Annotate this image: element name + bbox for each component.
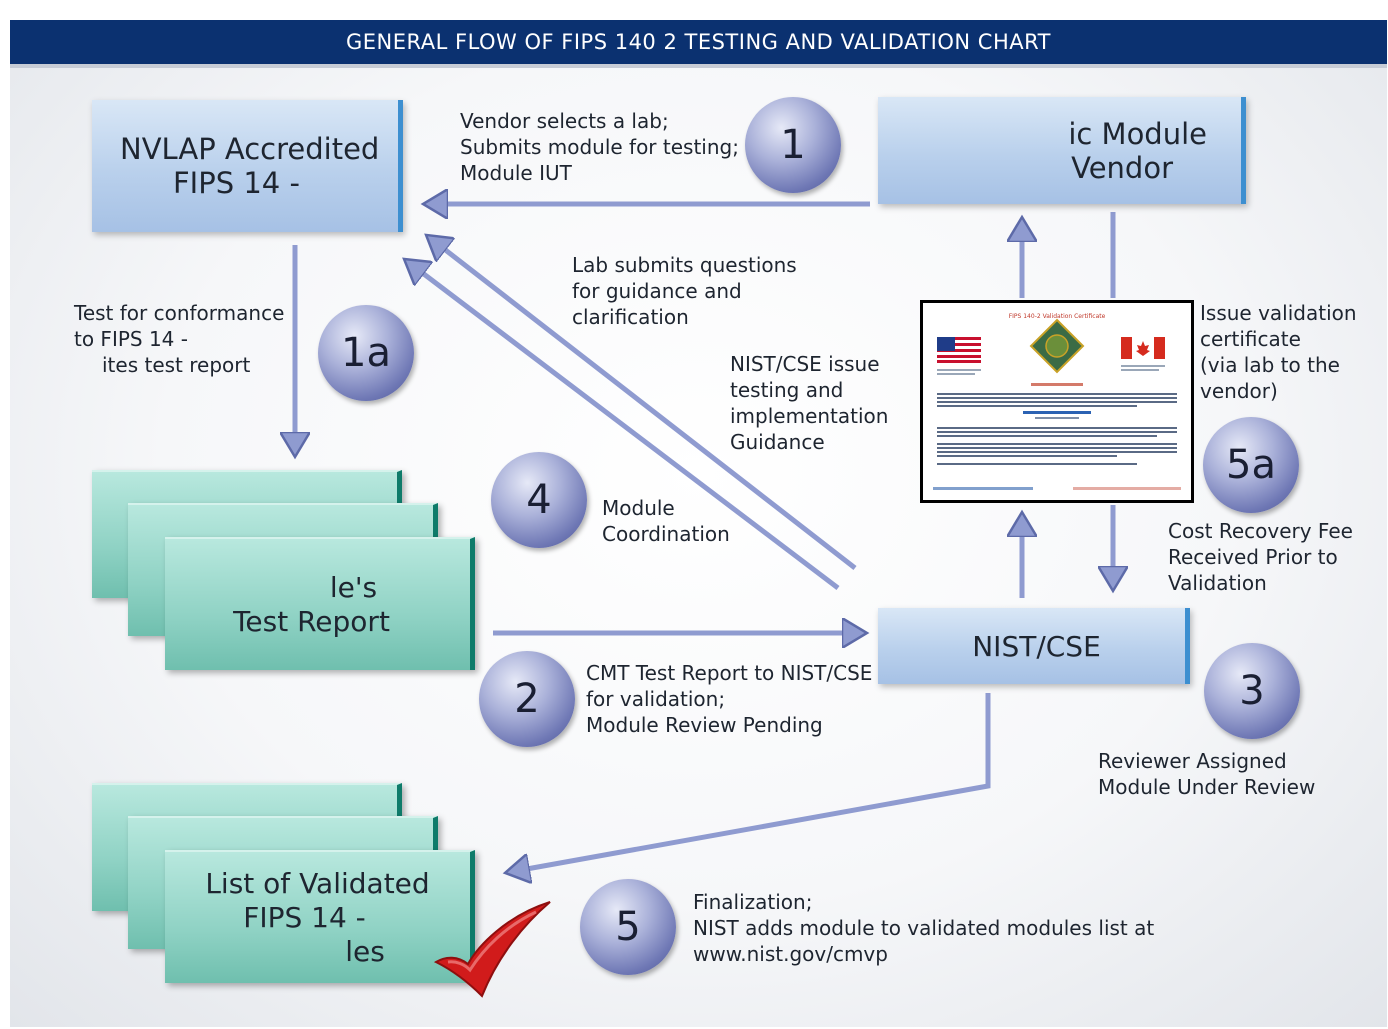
- issue-certificate-line: vendor): [1200, 379, 1278, 403]
- step-3-text: Reviewer Assigned Module Under Review: [1098, 748, 1315, 800]
- nist-guidance-line: NIST/CSE issue: [730, 352, 880, 376]
- lab-questions-line: for guidance and: [572, 279, 742, 303]
- validated-list-box: List of Validated FIPS 14 - les: [165, 850, 475, 983]
- step-5-badge: 5: [580, 879, 676, 975]
- step-3-line: Module Under Review: [1098, 775, 1316, 799]
- test-report-line1: le's: [329, 570, 378, 604]
- step-2-line: Module Review Pending: [586, 713, 823, 737]
- step-1-badge: 1: [745, 97, 841, 193]
- step-3-line: Reviewer Assigned: [1098, 749, 1287, 773]
- page-title: GENERAL FLOW OF FIPS 140 2 TESTING AND V…: [10, 20, 1387, 68]
- lab-box-line2: FIPS 14 -: [173, 166, 300, 200]
- step-1a-badge: 1a: [318, 305, 414, 401]
- us-flag-icon: [937, 337, 981, 363]
- step-1a-line: ites test report: [102, 353, 251, 377]
- step-4-text: Module Coordination: [602, 495, 730, 547]
- nist-guidance-line: Guidance: [730, 430, 825, 454]
- step-1-text: Vendor selects a lab; Submits module for…: [460, 108, 739, 186]
- step-1-line: Vendor selects a lab;: [460, 109, 669, 133]
- nist-guidance-line: implementation: [730, 404, 889, 428]
- canada-flag-icon: [1121, 337, 1165, 359]
- vendor-box-line2: Vendor: [1071, 150, 1173, 185]
- nist-guidance-text: NIST/CSE issue testing and implementatio…: [730, 351, 888, 455]
- issue-certificate-line: Issue validation: [1200, 301, 1357, 325]
- issue-certificate-line: (via lab to the: [1200, 353, 1340, 377]
- vendor-box: ic Module Vendor: [878, 97, 1246, 204]
- lab-questions-line: Lab submits questions: [572, 253, 797, 277]
- test-report-line2: Test Report: [233, 604, 390, 638]
- issue-certificate-line: certificate: [1200, 327, 1301, 351]
- lab-box-line1: NVLAP Accredited: [120, 132, 380, 166]
- step-5-line: Finalization;: [693, 890, 813, 914]
- lab-box: NVLAP Accredited FIPS 14 -: [92, 100, 403, 232]
- arrow-nist-to-lab-guidance: [430, 238, 857, 570]
- step-5-line: www.nist.gov/cmvp: [693, 942, 888, 966]
- lab-questions-line: clarification: [572, 305, 689, 329]
- step-4-line: Coordination: [602, 522, 730, 546]
- step-5a-line: Cost Recovery Fee: [1168, 519, 1353, 543]
- arrow-nist-to-list: [510, 693, 991, 872]
- step-5-line: NIST adds module to validated modules li…: [693, 916, 1155, 940]
- step-2-line: for validation;: [586, 687, 726, 711]
- step-4-line: Module: [602, 496, 675, 520]
- step-1-line: Submits module for testing;: [460, 135, 739, 159]
- step-5-text: Finalization; NIST adds module to valida…: [693, 889, 1154, 967]
- validated-list-line1: List of Validated: [205, 866, 430, 900]
- step-5a-line: Received Prior to: [1168, 545, 1338, 569]
- vendor-box-line1: ic Module: [1068, 116, 1207, 151]
- step-2-line: CMT Test Report to NIST/CSE: [586, 661, 873, 685]
- nist-box: NIST/CSE: [878, 608, 1190, 684]
- validated-list-line2: FIPS 14 -: [243, 900, 366, 934]
- checkmark-icon: [433, 901, 551, 998]
- step-5a-badge: 5a: [1203, 417, 1299, 513]
- certificate-heading: FIPS 140-2 Validation Certificate: [1009, 313, 1106, 320]
- seal-icon: [1029, 318, 1085, 374]
- step-1a-text: Test for conformance to FIPS 14 - ites t…: [74, 300, 284, 378]
- nist-box-label: NIST/CSE: [972, 629, 1101, 663]
- step-1-line: Module IUT: [460, 161, 572, 185]
- step-5a-line: Validation: [1168, 571, 1267, 595]
- validation-certificate: FIPS 140-2 Validation Certificate: [920, 300, 1194, 503]
- step-2-badge: 2: [479, 651, 575, 747]
- certificate-artwork: FIPS 140-2 Validation Certificate: [933, 313, 1181, 490]
- issue-certificate-text: Issue validation certificate (via lab to…: [1200, 300, 1357, 404]
- step-3-badge: 3: [1204, 643, 1300, 739]
- lab-questions-text: Lab submits questions for guidance and c…: [572, 252, 797, 330]
- step-2-text: CMT Test Report to NIST/CSE for validati…: [586, 660, 872, 738]
- test-report-box: le's Test Report: [165, 537, 475, 670]
- validated-list-line3: les: [345, 934, 385, 968]
- nist-guidance-line: testing and: [730, 378, 844, 402]
- step-5a-text: Cost Recovery Fee Received Prior to Vali…: [1168, 518, 1353, 596]
- arrow-nist-to-lab-questions: [408, 262, 840, 590]
- step-4-badge: 4: [491, 452, 587, 548]
- step-1a-line: to FIPS 14 -: [74, 327, 188, 351]
- step-1a-line: Test for conformance: [74, 301, 285, 325]
